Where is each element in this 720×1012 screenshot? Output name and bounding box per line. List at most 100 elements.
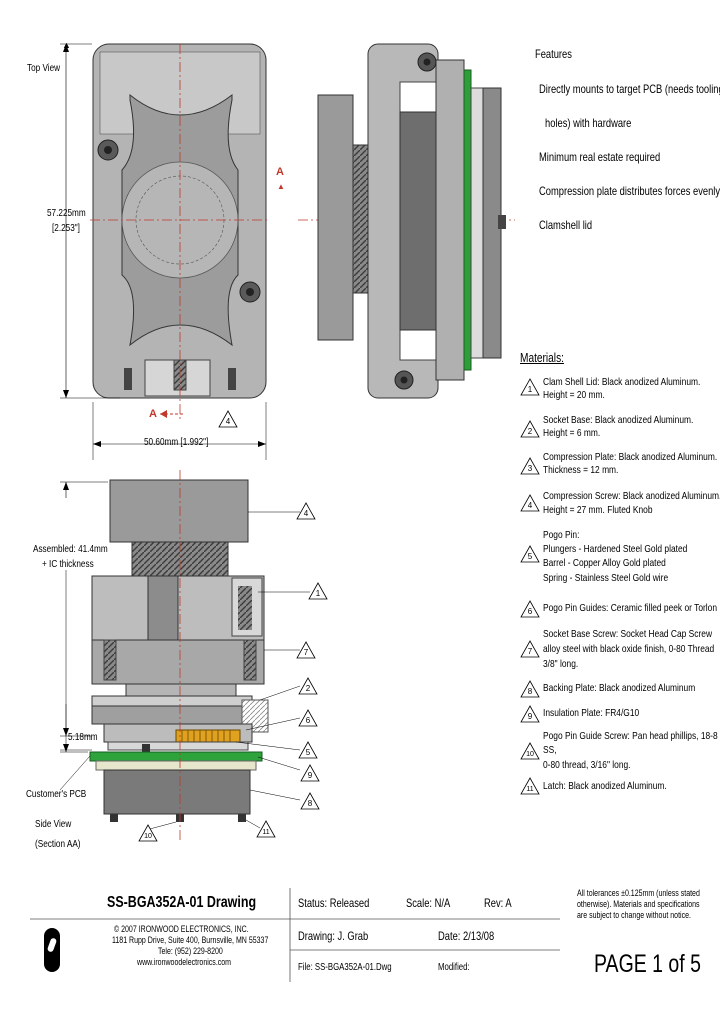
svg-text:4: 4 [304,509,309,518]
callout-5: 5 [298,741,318,759]
revision-label: Rev: A [484,896,512,910]
material-2-icon: 2 [520,420,540,438]
page-number: PAGE 1 of 5 [594,950,701,978]
materials-heading: Materials: [520,350,564,365]
material-2-line: Height = 6 mm. [543,427,601,439]
front-view-drawing [298,43,515,399]
material-4-line: Compression Screw: Black anodized Alumin… [543,490,720,502]
callout-8: 8 [300,792,320,810]
drawing-title: SS-BGA352A-01 Drawing [107,894,257,911]
title-block-frame [30,888,560,982]
tolerance-note: All tolerances ±0.125mm (unless stated [577,888,700,898]
material-3-line: Thickness = 12 mm. [543,464,619,476]
callout-10: 10 [138,824,158,842]
scale-label: Scale: N/A [406,896,451,910]
company-address: 1181 Rupp Drive, Suite 400, Burnsville, … [112,935,269,945]
feature-item: Minimum real estate required [539,150,661,164]
material-6-line: Pogo Pin Guides: Ceramic filled peek or … [543,602,718,614]
feature-item: Compression plate distributes forces eve… [539,184,720,198]
material-2-line: Socket Base: Black anodized Aluminum. [543,414,694,426]
material-1-line: Height = 20 mm. [543,389,605,401]
tolerance-note: otherwise). Materials and specifications [577,899,700,909]
svg-text:4: 4 [226,417,231,426]
svg-text:2: 2 [528,427,533,436]
file-label: File: SS-BGA352A-01.Dwg [298,962,392,973]
up-arrow-icon: ▲ [62,40,71,50]
svg-text:6: 6 [306,716,311,725]
material-5-line: Pogo Pin: [543,529,580,541]
company-website[interactable]: www.ironwoodelectronics.com [137,957,232,967]
material-10-line: Pogo Pin Guide Screw: Pan head phillips,… [543,730,718,742]
svg-text:4: 4 [528,501,533,510]
feature-item: Directly mounts to target PCB (needs too… [539,82,720,96]
assembled-height-line1: Assembled: 41.4mm [33,543,108,555]
callout-1: 1 [308,582,328,600]
section-arrow-icon: ▲ [277,182,285,191]
status-label: Status: Released [298,896,370,910]
svg-text:10: 10 [526,751,534,758]
side-view-label: Side View [35,818,72,830]
callout-11: 11 [256,820,276,838]
svg-text:8: 8 [528,687,533,696]
material-1-icon: 1 [520,378,540,396]
material-4-line: Height = 27 mm. Fluted Knob [543,504,653,516]
svg-text:2: 2 [306,684,311,693]
material-7-line: alloy steel with black oxide finish, 0-8… [543,643,715,655]
svg-text:11: 11 [262,829,269,836]
callout-4-side: 4 [296,502,316,520]
material-10-line: 0-80 thread, 3/16" long. [543,759,631,771]
company-logo [44,928,60,972]
date-label: Date: 2/13/08 [438,929,495,943]
tolerance-note: are subject to change without notice. [577,910,691,920]
company-line: © 2007 IRONWOOD ELECTRONICS, INC. [114,924,249,934]
svg-text:8: 8 [308,799,313,808]
height-dim-mm: 57.225mm [47,207,86,219]
modified-label: Modified: [438,962,470,973]
top-view-drawing [60,43,270,460]
material-11-icon: 11 [520,777,540,795]
material-10-line: SS, [543,744,557,756]
material-3-line: Compression Plate: Black anodized Alumin… [543,451,718,463]
material-8-line: Backing Plate: Black anodized Aluminum [543,682,696,694]
callout-6: 6 [298,709,318,727]
height-dim-in: [2.253"] [52,222,80,234]
material-8-icon: 8 [520,680,540,698]
material-9-icon: 9 [520,705,540,723]
svg-text:6: 6 [528,607,533,616]
callout-9: 9 [300,764,320,782]
callout-4: 4 [218,410,238,428]
material-7-icon: 7 [520,640,540,658]
svg-text:1: 1 [316,589,321,598]
feature-item: Clamshell lid [539,218,593,232]
material-5-line: Plungers - Hardened Steel Gold plated [543,543,688,555]
svg-text:9: 9 [308,771,313,780]
section-aa-label: (Section AA) [35,838,81,850]
customers-pcb-label: Customer's PCB [26,788,87,800]
svg-text:5: 5 [306,748,311,757]
callout-2: 2 [298,677,318,695]
company-phone: Tele: (952) 229-8200 [158,946,223,956]
width-dim: 50.60mm [1.992"] [144,436,209,448]
svg-text:7: 7 [528,647,533,656]
dim-5-18: 5.18mm [68,731,98,743]
material-6-icon: 6 [520,600,540,618]
material-1-line: Clam Shell Lid: Black anodized Aluminum. [543,376,701,388]
svg-text:10: 10 [144,833,152,840]
material-5-line: Barrel - Copper Alloy Gold plated [543,557,666,569]
material-4-icon: 4 [520,494,540,512]
top-view-label: Top View [27,62,61,74]
material-5-icon: 5 [520,545,540,563]
drawn-by-label: Drawing: J. Grab [298,929,369,943]
svg-text:1: 1 [528,385,533,394]
features-heading: Features [535,47,572,61]
material-7-line: 3/8" long. [543,658,579,670]
material-9-line: Insulation Plate: FR4/G10 [543,707,640,719]
section-a-label-right: A [276,166,284,178]
svg-text:5: 5 [528,552,533,561]
logo-mark-icon [46,937,58,953]
callout-7: 7 [296,641,316,659]
svg-text:11: 11 [526,786,533,793]
svg-text:3: 3 [528,464,533,473]
material-3-icon: 3 [520,457,540,475]
